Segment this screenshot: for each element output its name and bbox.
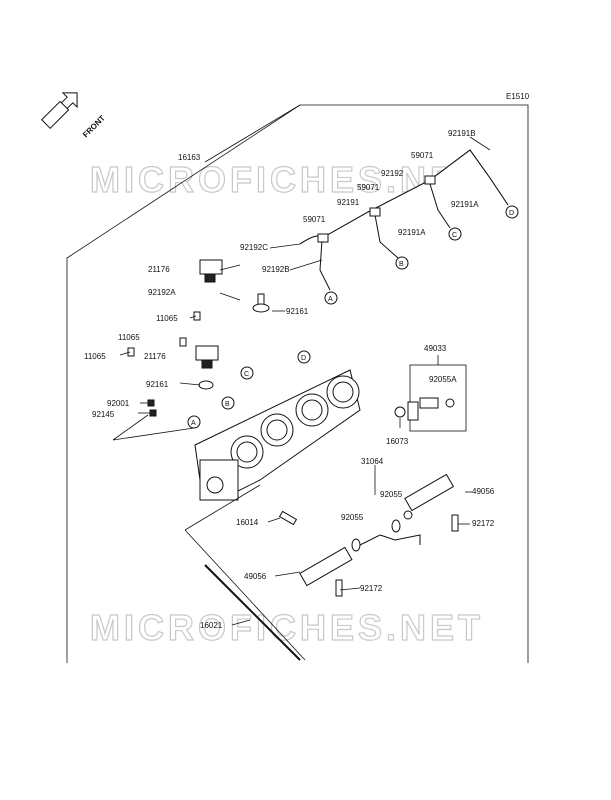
part-label: 92192: [381, 169, 404, 178]
breather-hose-assembly: [299, 149, 509, 291]
cap-11065: [127, 311, 201, 357]
part-label: 49056: [472, 487, 495, 496]
part-label: 16073: [386, 437, 409, 446]
fuel-injector-49056-right: [403, 473, 455, 520]
part-label: 92191A: [451, 200, 479, 209]
svg-text:B: B: [225, 401, 230, 408]
shaft-16021: [204, 564, 301, 661]
part-label: 92055: [341, 513, 364, 522]
bolt-92172-right: [451, 514, 459, 532]
svg-text:D: D: [509, 210, 514, 217]
callout-a-top: A: [324, 291, 338, 305]
svg-text:A: A: [191, 420, 196, 427]
part-49033: [419, 397, 455, 409]
svg-text:C: C: [452, 232, 457, 239]
part-label: 21176: [148, 265, 170, 274]
part-label: 16014: [236, 518, 259, 527]
part-label: 49056: [244, 572, 267, 581]
part-label: 92191: [337, 198, 360, 207]
front-label: FRONT: [81, 113, 107, 139]
part-label: 92161: [146, 380, 169, 389]
part-label: 92145: [92, 410, 115, 419]
part-16073: [394, 401, 419, 421]
part-label: 16163: [178, 153, 201, 162]
part-label: 92161: [286, 307, 309, 316]
bolt-92172-left: [335, 579, 343, 597]
callout-a-body: A: [187, 415, 201, 429]
part-label: 11065: [118, 333, 140, 342]
diagram-code: E1510: [506, 92, 530, 101]
callout-b-top: B: [395, 256, 409, 270]
svg-text:D: D: [301, 355, 306, 362]
fuel-injector-49056-left: [299, 546, 353, 587]
part-label: 92055A: [429, 375, 457, 384]
part-label: 59071: [411, 151, 434, 160]
part-label: 16021: [200, 621, 223, 630]
sensor-21176-lower: [195, 345, 219, 369]
watermark-bottom: MICROFICHES.NET: [90, 607, 484, 648]
part-label: 92191A: [398, 228, 426, 237]
part-label: 92172: [360, 584, 383, 593]
fuel-pipe-31064: [351, 519, 421, 552]
part-label: 59071: [357, 183, 380, 192]
svg-text:B: B: [399, 261, 404, 268]
throttle-body-assembly: [194, 369, 361, 501]
part-label: 11065: [156, 314, 178, 323]
callout-c-body: C: [240, 366, 254, 380]
svg-text:C: C: [244, 371, 249, 378]
part-label: 92055: [380, 490, 403, 499]
callout-d-top: D: [505, 205, 519, 219]
part-label: 11065: [84, 352, 106, 361]
callout-d-body: D: [297, 350, 311, 364]
callout-b-body: B: [221, 396, 235, 410]
part-label: 92191B: [448, 129, 476, 138]
part-label: 59071: [303, 215, 326, 224]
leader-lines: [112, 104, 491, 661]
shaft-16014: [278, 510, 298, 526]
sensor-21176-upper: [199, 259, 223, 283]
part-label: 49033: [424, 344, 447, 353]
part-label: 21176: [144, 352, 166, 361]
small-parts-92001-92145: [147, 399, 157, 417]
part-label: 92172: [472, 519, 495, 528]
part-label: 31064: [361, 457, 384, 466]
bolt-92161-upper: [252, 293, 270, 313]
part-label: 92192C: [240, 243, 268, 252]
bolt-92161-lower: [198, 380, 214, 390]
callout-c-top: C: [448, 227, 462, 241]
part-label: 92001: [107, 399, 130, 408]
part-label: 92192A: [148, 288, 176, 297]
svg-text:A: A: [328, 296, 333, 303]
part-label: 92192B: [262, 265, 290, 274]
front-arrow-icon: [41, 92, 78, 129]
